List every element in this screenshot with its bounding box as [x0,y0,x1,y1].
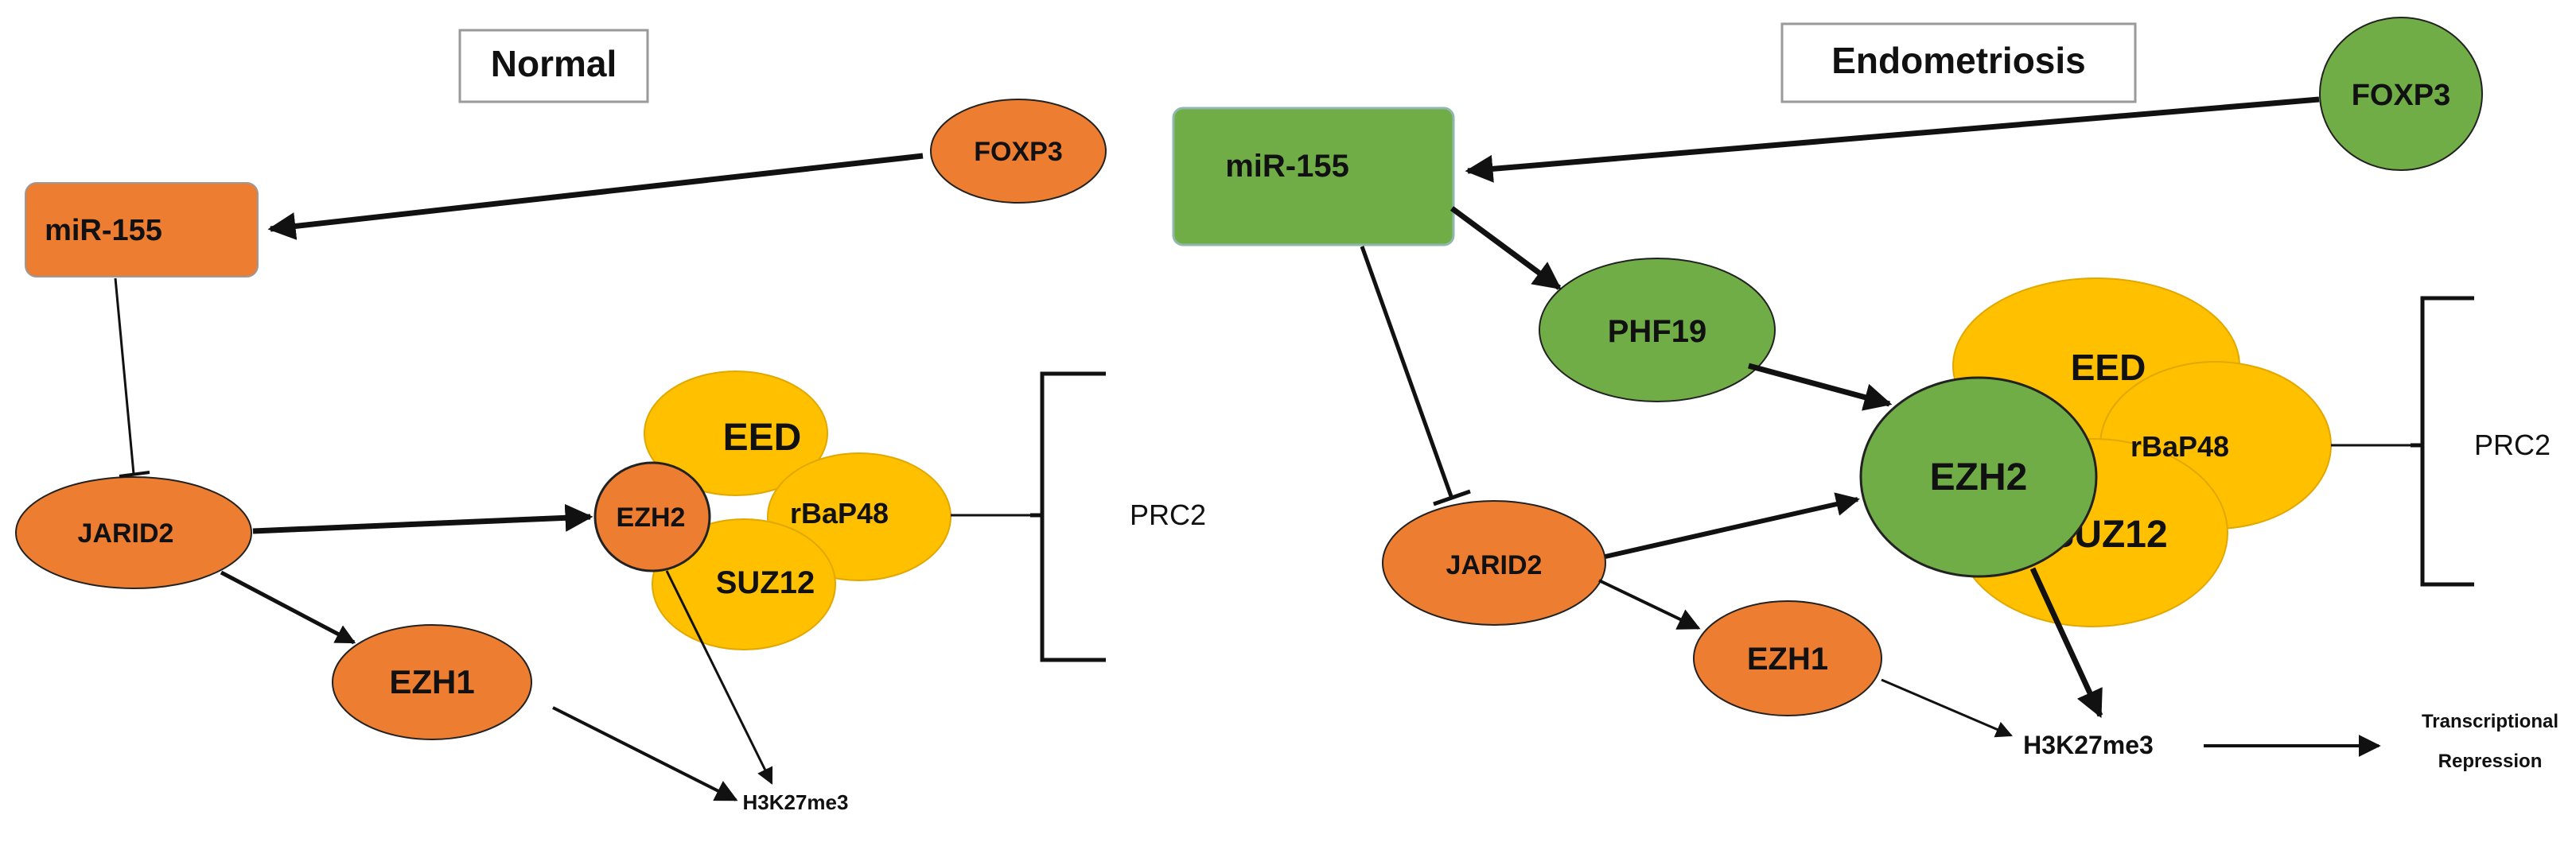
endo-rbap48-label: rBaP48 [2130,430,2229,463]
normal-edge-ezh2-h3k27me3 [665,570,773,785]
endometriosis-panel: Endometriosis EED rBaP48 SUZ12 EZH2 PRC2… [1172,17,2558,772]
endo-foxp3-label: FOXP3 [2352,79,2451,112]
normal-mir155-label: miR-155 [45,214,162,247]
endo-edge-inhibit-bar [1433,489,1471,506]
normal-suz12-blob [652,518,836,650]
normal-prc2-label: PRC2 [1130,499,1206,531]
normal-edge-jarid2-ezh1 [220,570,356,645]
normal-rbap48-label: rBaP48 [790,497,889,530]
normal-edge-ezh1-h3k27me3 [552,706,738,801]
normal-jarid2-label: JARID2 [78,518,174,549]
endo-foxp3-node [2319,17,2483,171]
endo-edge-mir155-phf19 [1449,206,1562,290]
endo-jarid2-node [1382,500,1606,626]
endo-edge-ezh2-h3k27me3 [2029,567,2103,719]
normal-suz12-label: SUZ12 [716,565,815,600]
endo-mir155-label: miR-155 [1225,149,1349,184]
endo-transcriptional-line1: Transcriptional [2422,711,2558,732]
normal-edge-foxp3-mir155 [267,153,924,240]
normal-title-box [458,29,649,103]
endo-prc2-bracket [2411,296,2474,587]
normal-mir155-node [25,182,259,277]
endo-ezh1-node [1693,600,1882,716]
endo-edge-jarid2-ezh2 [1605,492,1860,559]
endo-eed-label: EED [2071,347,2146,388]
normal-edge-mir155-jarid2-inhibit [114,277,135,475]
endo-jarid2-label: JARID2 [1446,550,1543,580]
endo-edge-phf19-ezh2 [1748,363,1893,411]
normal-prc2-bracket [1030,371,1106,662]
normal-edge-inhibit-bar [119,471,150,478]
endo-edge-ezh1-h3k27me3 [1881,678,2013,738]
normal-edge-jarid2-ezh2 [252,503,593,534]
endo-ezh1-label: EZH1 [1747,642,1828,677]
endo-h3k27me3-label: H3K27me3 [2023,731,2154,759]
endo-edge-jarid2-ezh1 [1598,579,1701,630]
endo-ezh2-label: EZH2 [1930,456,2028,499]
normal-ezh2-node [593,461,711,572]
endo-title: Endometriosis [1831,40,2086,81]
endo-phf19-label: PHF19 [1608,314,1707,349]
endo-transcriptional-line2: Repression [2438,751,2543,772]
normal-ezh1-label: EZH1 [389,663,474,700]
normal-eed-label: EED [723,417,802,459]
endo-ezh2-node [1859,376,2098,578]
endo-edge-mir155-jarid2-inhibit [1360,246,1454,499]
normal-panel: Normal EED rBaP48 SUZ12 EZH2 PRC2 FOXP3 … [15,29,1206,814]
endo-phf19-node [1539,258,1776,402]
endo-mir155-node [1172,107,1455,246]
normal-jarid2-node [15,476,252,589]
normal-foxp3-label: FOXP3 [974,137,1062,167]
endo-title-box [1780,22,2137,103]
normal-ezh1-node [332,624,532,740]
normal-eed-blob [644,371,828,496]
normal-ezh2-label: EZH2 [617,502,686,533]
endo-edge-foxp3-mir155 [1465,96,2320,183]
endo-prc2-label: PRC2 [2474,429,2551,461]
normal-h3k27me3-label: H3K27me3 [743,790,849,814]
normal-title: Normal [491,43,617,84]
normal-foxp3-node [930,99,1107,204]
